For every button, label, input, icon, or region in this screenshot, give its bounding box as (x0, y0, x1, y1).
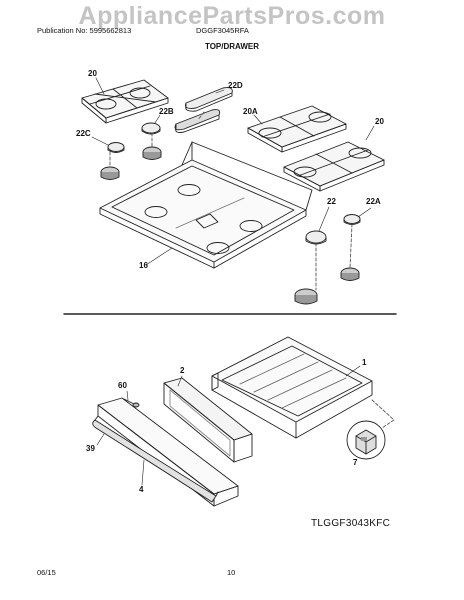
publication-number: Publication No: 5995662813 (37, 26, 132, 35)
watermark: AppliancePartsPros.com (78, 2, 386, 30)
drawer-handle[interactable] (92, 415, 219, 503)
callout-grate-left: 20 (88, 69, 97, 78)
burner-cap-22b[interactable] (141, 122, 161, 135)
cooktop[interactable] (99, 141, 313, 269)
alignment-lines-bottom (371, 399, 395, 429)
grate-left[interactable] (81, 79, 169, 124)
callout-burner-cap-22b: 22B (159, 107, 174, 116)
callout-drawer-inner-panel: 2 (180, 366, 185, 375)
callout-grate-center: 20A (243, 107, 258, 116)
diagram-code: TLGGF3043KFC (311, 518, 391, 529)
callout-drawer-front: 4 (139, 485, 144, 494)
callout-grate-right: 20 (375, 117, 384, 126)
section-title: TOP/DRAWER (204, 42, 260, 51)
drawer-body[interactable] (211, 336, 373, 439)
callout-burner-cap-22c: 22C (76, 129, 91, 138)
burner-head-left-rear[interactable] (142, 146, 162, 160)
callout-screw: 60 (118, 381, 127, 390)
callout-burner-cap-oval: 22D (228, 81, 243, 90)
grate-right[interactable] (283, 141, 385, 192)
burner-cap-22a[interactable] (343, 214, 361, 225)
leader-lines-bottom (96, 365, 361, 486)
burner-head-right-rear[interactable] (340, 267, 360, 281)
footer-date: 06/15 (37, 568, 56, 577)
callout-burner-cap-22a: 22A (366, 197, 381, 206)
leader-lines-top (91, 77, 375, 266)
callout-handle: 39 (86, 444, 95, 453)
burner-cap-22c[interactable] (107, 142, 125, 153)
alignment-lines-top (109, 111, 353, 291)
model-number: DGGF3045RFA (196, 26, 249, 35)
grate-center[interactable] (247, 105, 347, 153)
callout-burner-cap-22: 22 (327, 197, 336, 206)
callout-clip: 7 (353, 458, 358, 467)
burner-cap-oval[interactable] (185, 87, 233, 112)
burner-head-right-front[interactable] (294, 288, 318, 305)
callout-cooktop: 16 (139, 261, 148, 270)
burner-cap-22[interactable] (305, 230, 327, 245)
screw[interactable] (123, 398, 140, 408)
callout-drawer-body: 1 (362, 358, 367, 367)
footer-page-number: 10 (227, 568, 236, 577)
clip-detail[interactable] (346, 420, 386, 460)
drawer-inner-panel[interactable] (163, 377, 253, 463)
burner-base-oval[interactable] (174, 109, 221, 133)
burner-head-left-front[interactable] (100, 166, 120, 180)
drawer-front[interactable] (97, 397, 239, 507)
